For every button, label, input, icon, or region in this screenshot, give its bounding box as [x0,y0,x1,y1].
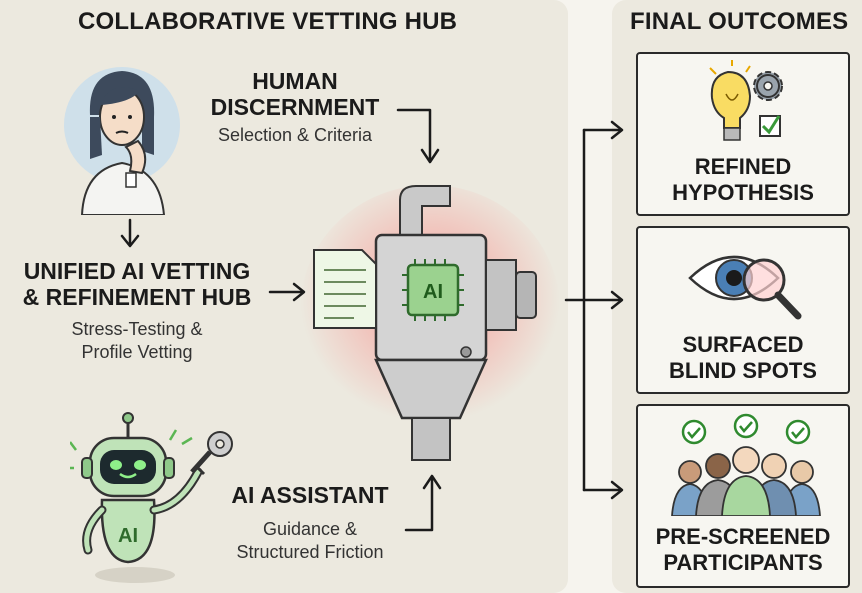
outcome-card-refined-hypothesis: REFINED HYPOTHESIS [636,52,850,216]
robot-chest-label: AI [118,525,138,547]
outcome-1-line1: REFINED [694,154,792,179]
person-thinking-icon [64,67,180,215]
ai-assistant-subtitle-2: Structured Friction [236,542,384,562]
human-discernment-block: HUMAN DISCERNMENT Selection & Criteria [190,68,400,147]
document-icon [313,249,377,329]
outcomes-title: FINAL OUTCOMES [630,8,849,35]
outcome-1-line2: HYPOTHESIS [672,180,814,205]
outcome-2-line1: SURFACED [682,332,804,357]
eye-icon [688,255,802,320]
unified-hub-subtitle-2: Profile Vetting [81,342,193,362]
unified-hub-title-1: UNIFIED AI VETTING [23,258,251,284]
funnel-machine-icon: AI [300,185,560,461]
human-discernment-title-2: DISCERNMENT [210,94,380,120]
human-discernment-subtitle: Selection & Criteria [217,125,373,145]
robot-icon: AI [70,412,233,583]
people-group-icon [671,413,821,516]
arrow-assistant-to-machine [404,476,434,532]
machine-chip-label: AI [423,281,443,303]
hub-title: COLLABORATIVE VETTING HUB [78,8,458,35]
unified-hub-title-2: & REFINEMENT HUB [22,284,252,310]
outcome-3-line2: PARTICIPANTS [663,550,823,575]
ai-assistant-title: AI ASSISTANT [231,482,389,508]
outcome-card-pre-screened-participants: PRE-SCREENED PARTICIPANTS [636,404,850,588]
ai-chip-icon: AI [402,259,464,321]
human-discernment-title-1: HUMAN [252,68,338,94]
checkbox-icon [759,115,781,137]
unified-hub-block: UNIFIED AI VETTING & REFINEMENT HUB Stre… [6,258,268,364]
key-icon [190,431,233,476]
outcome-card-surfaced-blind-spots: SURFACED BLIND SPOTS [636,226,850,394]
gear-icon [753,71,783,101]
lightbulb-icon [709,60,783,141]
arrow-human-to-machine [396,108,432,162]
outcome-3-line1: PRE-SCREENED [655,524,831,549]
ai-assistant-block: AI ASSISTANT Guidance & Structured Frict… [200,482,420,564]
outcome-2-line2: BLIND SPOTS [669,358,817,383]
check-circle-icon [681,413,811,445]
ai-assistant-subtitle-1: Guidance & [262,519,358,539]
unified-hub-subtitle-1: Stress-Testing & [71,319,203,339]
magnifier-icon [742,258,802,320]
